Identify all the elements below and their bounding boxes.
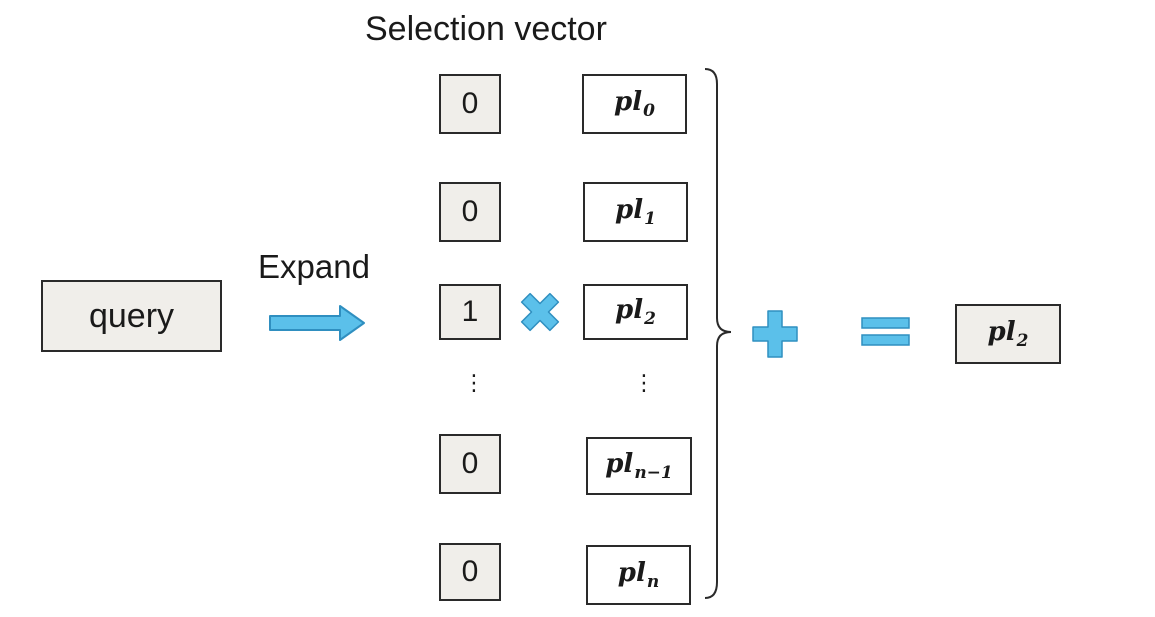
multiply-icon: [520, 292, 560, 332]
pool-item-label: pln−1: [605, 449, 673, 483]
selection-cell-3: 0: [439, 434, 501, 494]
pool-item-2: pl2: [583, 284, 688, 340]
plus-icon: [752, 310, 798, 358]
equals-icon: [861, 317, 910, 346]
right-arrow-icon: [269, 305, 365, 341]
pool-item-label: pl2: [615, 295, 656, 329]
selection-value: 0: [461, 555, 479, 588]
query-box: query: [41, 280, 222, 352]
selection-value: 0: [461, 87, 479, 120]
diagram-title: Selection vector: [365, 10, 607, 48]
selection-value: 1: [461, 295, 479, 328]
selection-ellipsis: ⋮: [463, 370, 485, 395]
query-label: query: [88, 296, 175, 335]
pool-item-1: pl1: [583, 182, 688, 242]
result-label: pl2: [987, 317, 1029, 351]
result-box: pl2: [955, 304, 1061, 364]
pool-ellipsis: ⋮: [633, 370, 655, 395]
selection-cell-2: 1: [439, 284, 501, 340]
selection-cell-4: 0: [439, 543, 501, 601]
right-brace: [704, 68, 732, 599]
pool-item-label: pl1: [615, 195, 656, 229]
pool-item-label: pl0: [614, 87, 655, 121]
selection-cell-0: 0: [439, 74, 501, 134]
selection-value: 0: [461, 447, 479, 480]
expand-label: Expand: [258, 248, 370, 285]
selection-cell-1: 0: [439, 182, 501, 242]
pool-item-0: pl0: [582, 74, 687, 134]
selection-value: 0: [461, 195, 479, 228]
pool-item-label: pln: [617, 558, 660, 592]
pool-item-4: pln: [586, 545, 691, 605]
pool-item-3: pln−1: [586, 437, 692, 495]
